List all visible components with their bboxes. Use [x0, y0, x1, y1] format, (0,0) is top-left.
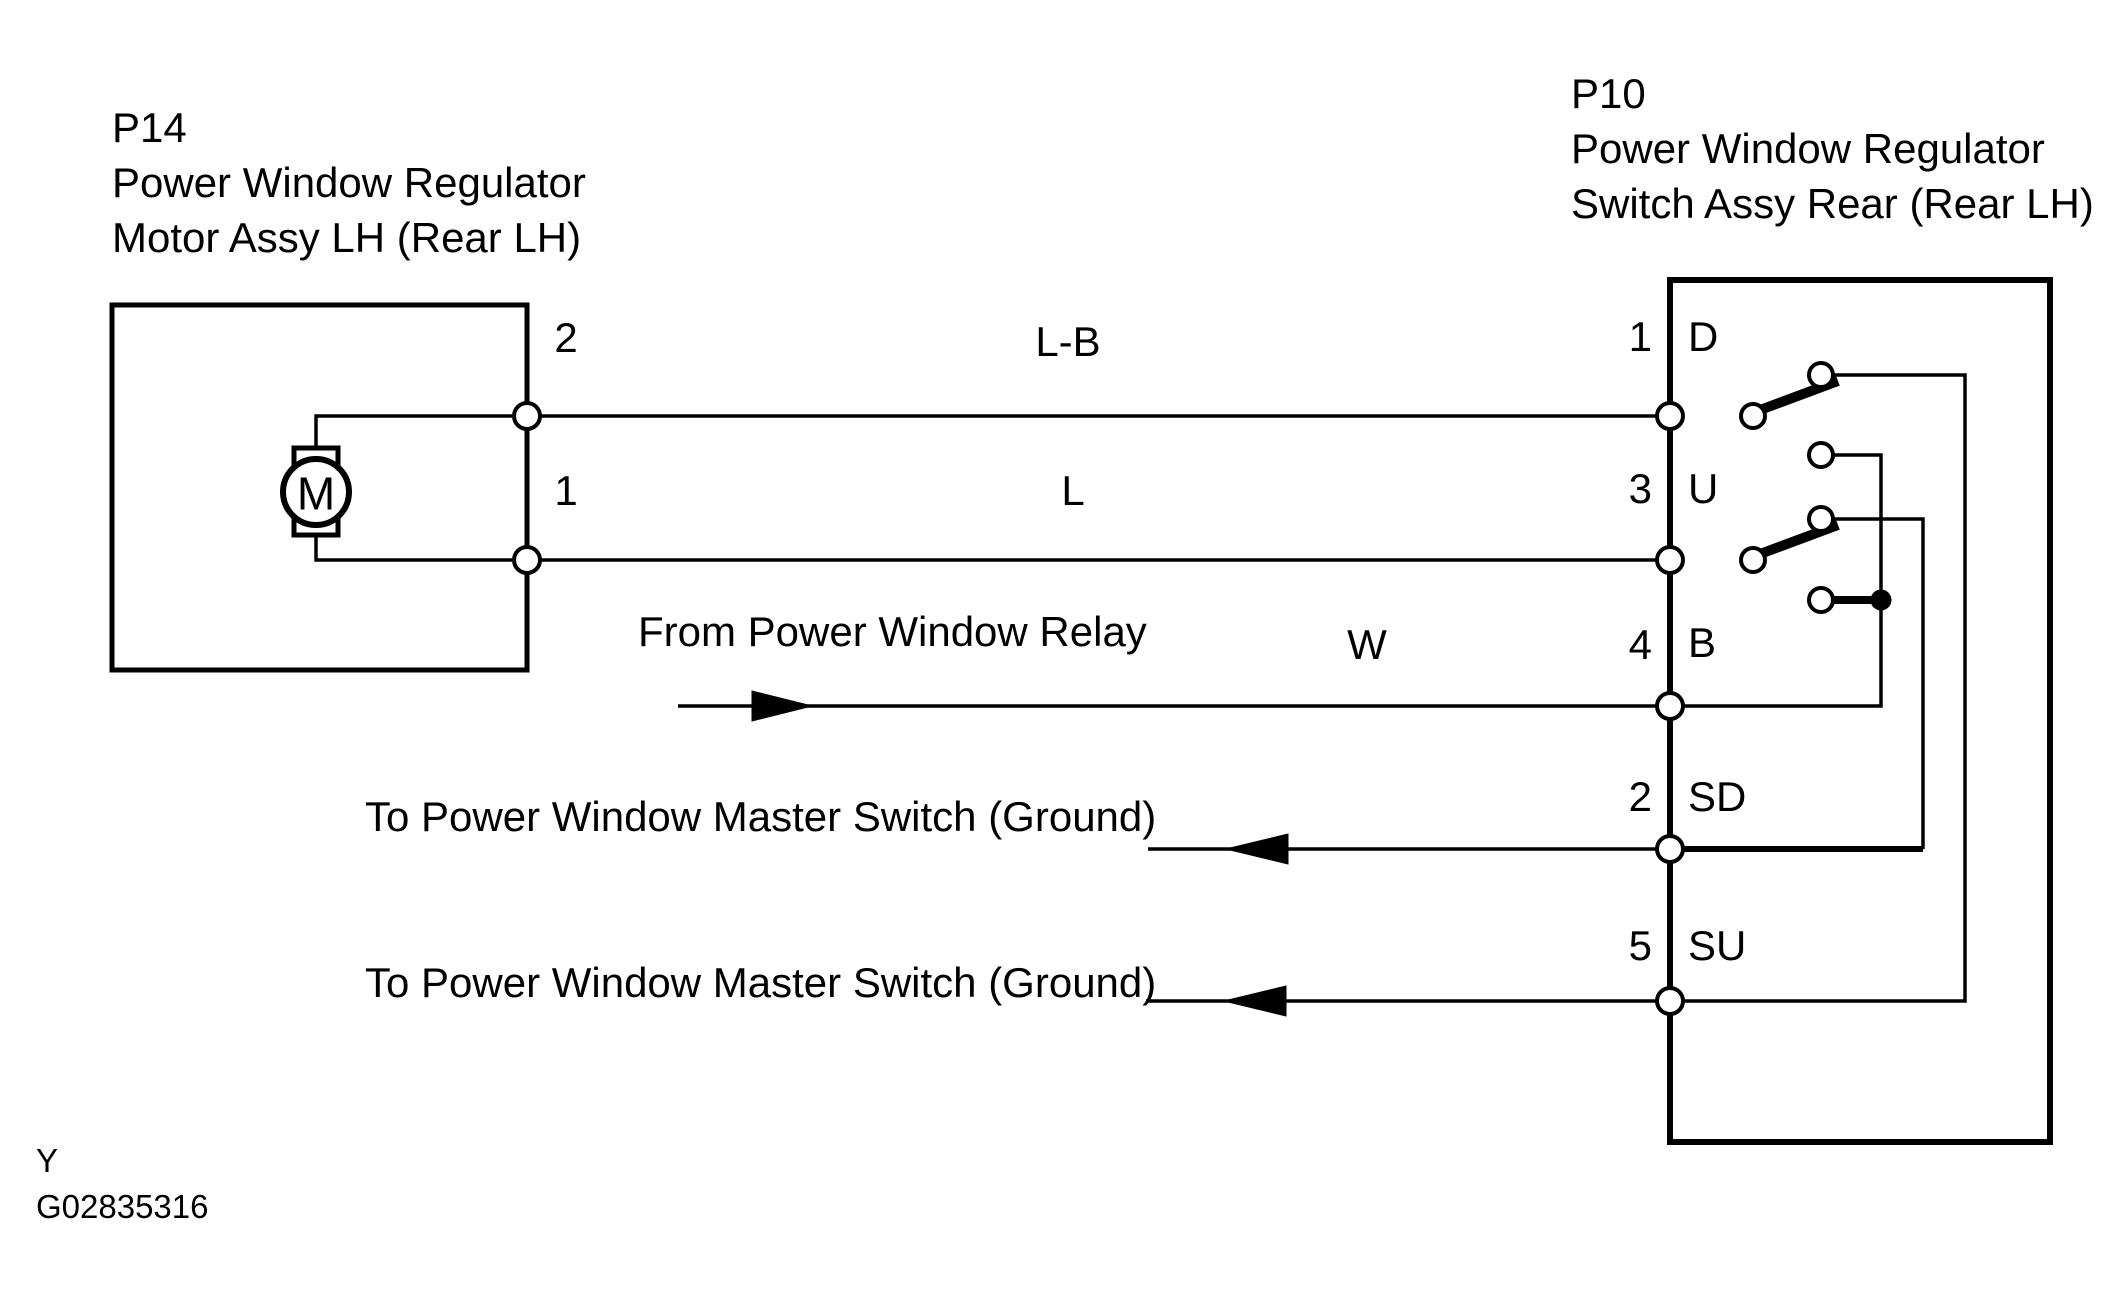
switch-pin-1-number: 1 [1628, 312, 1652, 360]
left-component-name-line1: Power Window Regulator [112, 159, 586, 206]
left-component-name-line2: Motor Assy LH (Rear LH) [112, 214, 582, 261]
wire-lb-label: L-B [1035, 317, 1101, 365]
internal-wire-b-riser [1670, 453, 1883, 708]
switch-pin-b-label: B [1688, 618, 1717, 666]
terminal-switch-5-su [1655, 986, 1685, 1016]
switch-pin-5-number: 5 [1628, 921, 1652, 969]
terminal-switch-3-u [1655, 545, 1685, 575]
su-ground-annotation: To Power Window Master Switch (Ground) [365, 958, 1157, 1006]
switch-pin-su-label: SU [1688, 921, 1747, 969]
left-component-id: P14 [112, 104, 187, 151]
terminal-switch-4-b [1655, 691, 1685, 721]
switch-pin-4-number: 4 [1628, 620, 1652, 668]
switch-pin-u-label: U [1688, 464, 1719, 512]
contact-u-lower [1807, 586, 1835, 614]
motor-circle [280, 456, 352, 528]
footer-section-code: Y [36, 1142, 59, 1180]
footer-figure-code: G02835316 [36, 1188, 209, 1226]
contact-d-upper [1807, 361, 1835, 389]
contact-d-lower [1807, 441, 1835, 469]
arrow-right-icon [751, 690, 813, 722]
switch-pin-d-label: D [1688, 312, 1719, 360]
right-component-title: P10 Power Window Regulator Switch Assy R… [1571, 66, 2094, 231]
switch-pin-sd-label: SD [1688, 772, 1747, 820]
switch-pin-3-number: 3 [1628, 464, 1652, 512]
junction-dot [1870, 589, 1892, 611]
right-component-name-line2: Switch Assy Rear (Rear LH) [1571, 180, 2094, 227]
relay-annotation: From Power Window Relay [638, 607, 1147, 655]
terminal-switch-2-sd [1655, 834, 1685, 864]
motor-lead-bottom [314, 532, 527, 562]
internal-wire-su-riser [1670, 373, 1967, 1003]
right-component-id: P10 [1571, 70, 1646, 117]
switch-pin-2-number: 2 [1628, 772, 1652, 820]
terminal-motor-1 [512, 545, 542, 575]
switch-connector-box [1667, 277, 2053, 1145]
motor-label: M [296, 467, 336, 520]
sd-ground-annotation: To Power Window Master Switch (Ground) [365, 792, 1157, 840]
right-component-name-line1: Power Window Regulator [1571, 125, 2045, 172]
left-component-title: P14 Power Window Regulator Motor Assy LH… [112, 100, 586, 265]
motor-connector-box [109, 302, 530, 673]
contact-u-pivot [1739, 546, 1767, 574]
internal-wire-sd-riser [1833, 517, 1925, 849]
wire-l-label: L [1061, 466, 1085, 514]
arrow-left-icon-sd [1225, 833, 1289, 865]
motor-pin-2-number: 2 [554, 313, 578, 361]
wire-w-label: W [1347, 620, 1387, 668]
arrow-left-icon-su [1223, 985, 1287, 1017]
motor-lead-top [314, 414, 527, 452]
contact-u-upper [1807, 505, 1835, 533]
motor-pin-1-number: 1 [554, 466, 578, 514]
contact-d-pivot [1739, 402, 1767, 430]
terminal-switch-1-d [1655, 401, 1685, 431]
terminal-motor-2 [512, 401, 542, 431]
